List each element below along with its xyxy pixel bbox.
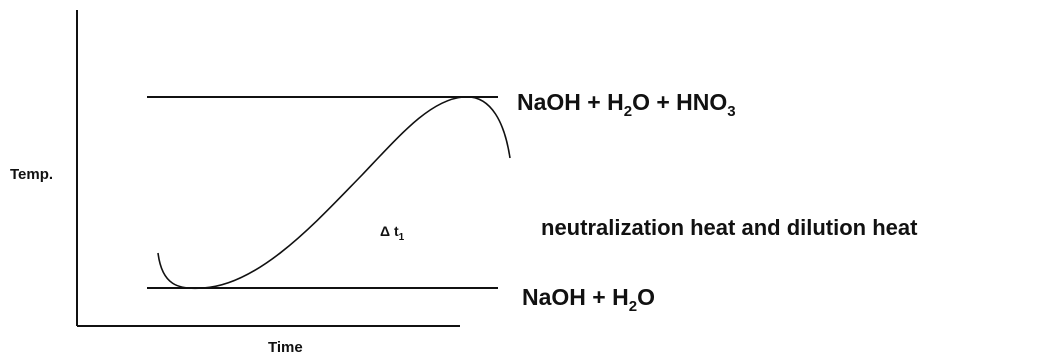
lower-label-sub1: 2 [629, 298, 637, 315]
lower-label-base: NaOH + H [522, 284, 629, 310]
delta-t1-label: Δ t1 [380, 223, 405, 243]
upper-line-label: NaOH + H2O + HNO3 [517, 89, 736, 120]
delta-symbol: Δ t [380, 223, 399, 239]
upper-label-base: NaOH + H [517, 89, 624, 115]
upper-label-sub1: 2 [624, 103, 632, 120]
lower-line-label: NaOH + H2O [522, 284, 655, 315]
lower-label-mid: O [637, 284, 655, 310]
upper-label-mid: O + HNO [632, 89, 727, 115]
upper-label-sub2: 3 [727, 103, 735, 120]
x-axis-label: Time [268, 339, 303, 356]
heat-annotation: neutralization heat and dilution heat [541, 215, 918, 240]
delta-subscript: 1 [399, 232, 405, 243]
y-axis-label: Temp. [10, 166, 53, 183]
temperature-curve [157, 96, 511, 290]
